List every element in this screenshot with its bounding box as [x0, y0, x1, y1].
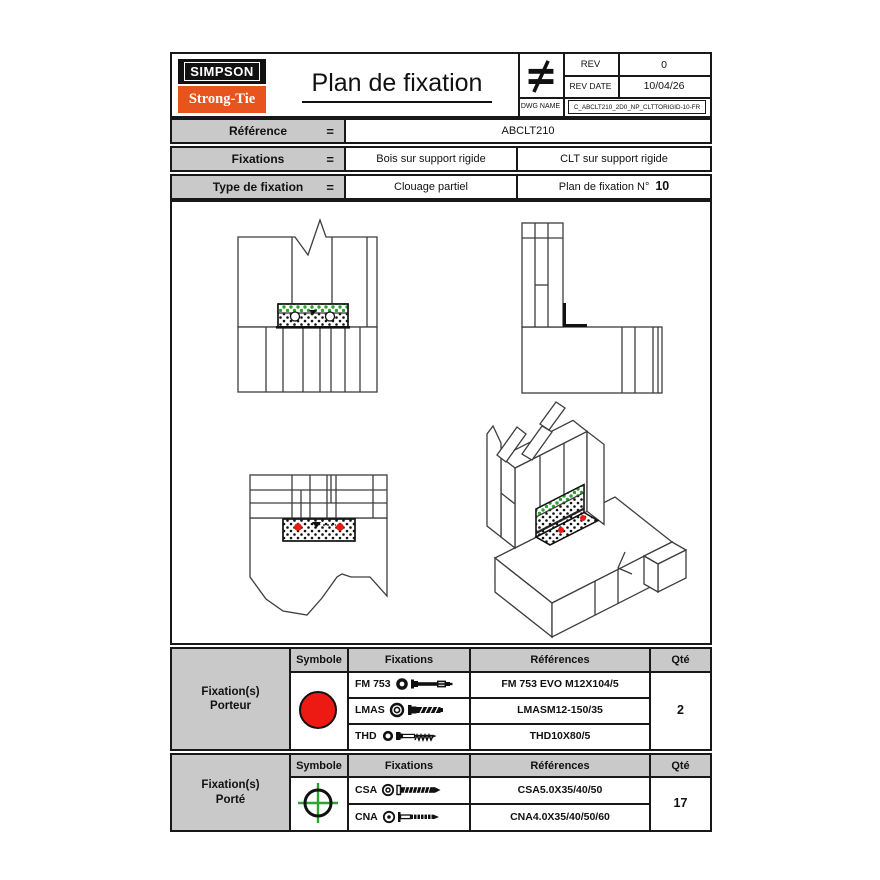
not-equal-icon [518, 54, 563, 97]
porteur-header-qty: Qté [651, 649, 710, 671]
fixation-row: FM 753 [349, 673, 469, 695]
reference-label: Référence [228, 124, 288, 138]
simpson-logo-text: SIMPSON [184, 62, 260, 81]
washer-lag-screw-icon [389, 702, 443, 718]
strongtie-logo: Strong-Tie [178, 86, 266, 113]
porteur-header-fixations: Fixations [349, 649, 469, 671]
rev-value: 0 [661, 58, 667, 71]
wood-screw-icon [382, 783, 441, 796]
dwg-name-label: DWG NAME [520, 103, 561, 110]
porteur-group-label: Fixation(s) [201, 685, 260, 698]
rev-date-label: REV DATE [569, 81, 612, 91]
drawing-area [170, 200, 712, 645]
strongtie-logo-text: Strong-Tie [188, 91, 256, 107]
porte-table: Fixation(s) Porté Symbole Fixations Réfé… [170, 753, 712, 832]
ring-nail-icon [382, 810, 439, 823]
side-view [521, 222, 663, 394]
title-block: SIMPSON Strong-Tie Plan de fixation REV … [170, 52, 712, 118]
reference-row-3: Type de fixation = Clouage partiel Plan … [170, 174, 712, 200]
rev-label: REV [580, 59, 601, 70]
simpson-logo: SIMPSON [178, 59, 266, 84]
isometric-view [486, 401, 688, 639]
fixation-row: THD [349, 725, 469, 747]
porteur-header-symbole: Symbole [291, 649, 347, 671]
porte-group-label: Fixation(s) [201, 779, 260, 792]
porteur-table: Fixation(s) Porteur Symbole Fixations Ré… [170, 647, 712, 751]
rev-date-value: 10/04/26 [643, 80, 685, 92]
porte-header-qty: Qté [651, 755, 710, 776]
fixation-reference: CNA4.0X35/40/50/60 [510, 810, 610, 823]
fixation-reference: THD10X80/5 [529, 730, 591, 742]
fixations-value-left: Bois sur support rigide [376, 153, 486, 165]
fixation-row: CSA [349, 778, 469, 801]
concrete-screw-icon [382, 730, 437, 743]
type-fixation-label: Type de fixation [212, 180, 304, 194]
front-view [249, 474, 388, 616]
reference-row-2: Fixations = Bois sur support rigide CLT … [170, 146, 712, 172]
fixation-reference: FM 753 EVO M12X104/5 [501, 678, 619, 690]
fixation-row: CNA [349, 805, 469, 828]
wedge-anchor-icon [395, 678, 453, 690]
fixations-value-right: CLT sur support rigide [560, 153, 668, 165]
porte-header-references: Références [471, 755, 649, 776]
section-view [237, 218, 378, 393]
porte-symbol crosshair-icon [296, 781, 340, 825]
reference-value: ABCLT210 [501, 125, 555, 137]
porteur-symbol red-circle-icon [299, 691, 337, 729]
fixation-row: LMAS [349, 699, 469, 721]
porte-header-symbole: Symbole [291, 755, 347, 776]
dwg-name-value: C_ABCLT210_2D0_NP_CLTTORIGID-10-FR [568, 100, 706, 114]
fixation-reference: LMASM12-150/35 [517, 704, 603, 716]
plan-number: Plan de fixation N° 10 [558, 179, 670, 193]
porte-header-fixations: Fixations [349, 755, 469, 776]
equals-sign: = [326, 179, 334, 195]
porte-qty: 17 [673, 796, 688, 810]
type-fixation-value-left: Clouage partiel [394, 181, 468, 193]
porteur-header-references: Références [471, 649, 649, 671]
sheet-title: Plan de fixation [301, 69, 493, 103]
fixation-reference: CSA5.0X35/40/50 [517, 783, 603, 796]
fixations-label: Fixations [231, 152, 285, 166]
reference-row-1: Référence = ABCLT210 [170, 118, 712, 144]
sheet-title-wrap: Plan de fixation [282, 66, 512, 106]
equals-sign: = [326, 123, 334, 139]
porteur-qty: 2 [677, 703, 684, 717]
technical-drawings [237, 218, 688, 639]
equals-sign: = [326, 151, 334, 167]
